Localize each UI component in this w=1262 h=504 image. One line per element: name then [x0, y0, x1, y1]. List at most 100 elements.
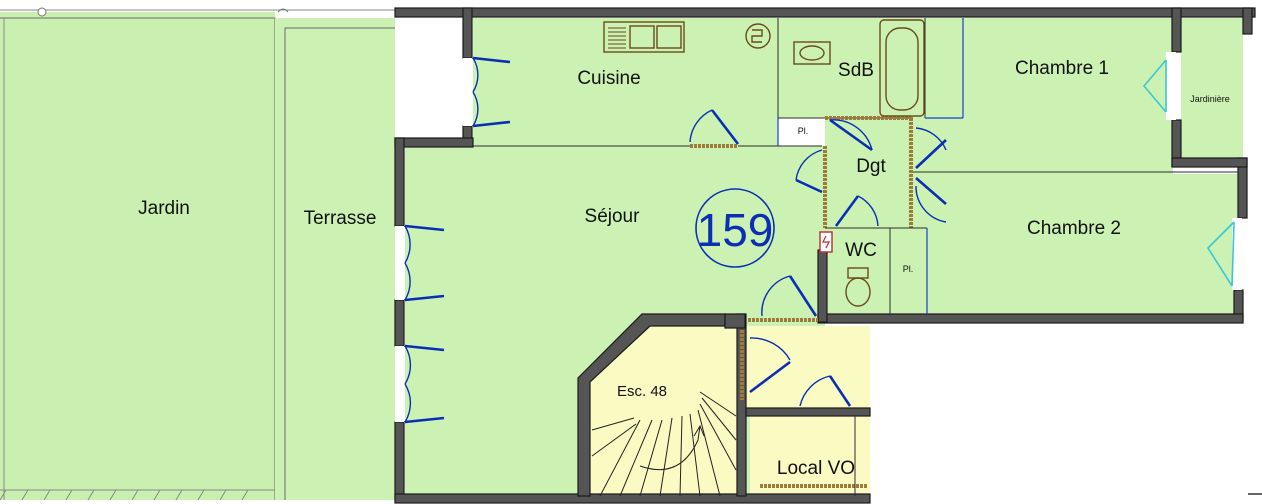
door-local-leaf — [828, 375, 852, 407]
door-entry-leaf — [788, 275, 818, 317]
east-windows — [1142, 52, 1242, 290]
ch1-window-gap — [1166, 52, 1176, 120]
stair-step — [599, 419, 641, 497]
bathtub — [879, 19, 925, 117]
door-dgt-west-arc — [795, 149, 823, 181]
lot-number: 159 — [697, 204, 774, 256]
door-wc-leaf — [834, 195, 860, 227]
kitchen-sink-1 — [629, 25, 655, 49]
room-label-cuisine: Cuisine — [577, 68, 640, 89]
landing-floor — [740, 326, 870, 412]
terrace-zone — [275, 18, 395, 500]
cuisine-window-arc-1 — [472, 57, 479, 93]
garden-area — [0, 12, 275, 500]
chambre2-floor — [913, 174, 1241, 316]
toilet-tank — [847, 267, 869, 279]
stair-arrow — [693, 424, 705, 437]
cuisine-floor — [473, 18, 778, 146]
sejour-door2-leaf-2 — [404, 416, 445, 424]
sdb-basin — [793, 41, 831, 65]
garden-zone — [0, 7, 395, 501]
wall-chambre1-east — [1171, 7, 1182, 53]
stair-step — [699, 403, 737, 471]
chambre1-floor — [913, 18, 1173, 174]
door-ch1-arc — [915, 127, 947, 151]
staircase — [591, 391, 737, 497]
ch1-window-shape — [1142, 59, 1167, 113]
door-dgt-west-leaf — [795, 178, 823, 194]
stair-step — [701, 397, 737, 441]
door-cuisine-arc — [689, 109, 713, 143]
common-areas — [585, 326, 870, 496]
kitchen-drainer — [608, 27, 626, 49]
stair-step — [591, 423, 637, 457]
door-cuisine-leaf — [710, 109, 740, 145]
sejour-door2-arc-2 — [404, 383, 412, 423]
terrace-area — [275, 18, 395, 500]
door-ch1-leaf — [915, 139, 947, 169]
boiler-symbol — [751, 29, 763, 43]
stair-step — [619, 419, 653, 497]
wall-stair-east — [736, 313, 747, 497]
kitchen-sink-2 — [656, 25, 682, 49]
door-sdb-leaf — [829, 118, 873, 152]
door-sdb-arc — [829, 119, 873, 151]
door-local-arc — [799, 375, 831, 407]
wc-floor — [825, 228, 925, 314]
wall-top — [394, 7, 1256, 18]
door-entry-arc — [761, 275, 791, 317]
lot-number-circle — [695, 188, 775, 268]
partitions — [473, 18, 1238, 496]
boiler-circle — [745, 23, 771, 49]
wall-east-top — [1242, 7, 1253, 35]
sdb-floor — [778, 18, 925, 118]
survey-marker-small — [277, 8, 289, 13]
interior-doors — [689, 109, 947, 407]
door-wc-arc — [857, 195, 879, 227]
room-label-sdb: SdB — [838, 60, 874, 81]
kitchen-counter — [603, 21, 685, 53]
wall-jardiniere-south — [1171, 157, 1248, 168]
placard-label-sdb: Pl. — [798, 126, 809, 136]
wall-bottom — [394, 493, 871, 504]
room-label-dgt: Dgt — [856, 156, 886, 177]
sejour-door1-gap — [395, 226, 404, 300]
sejour-door1-leaf-2 — [404, 294, 445, 302]
wall-south-apt — [817, 313, 1244, 324]
survey-marker — [37, 7, 47, 17]
stair-step — [591, 417, 635, 431]
sejour-door1-leaf-1 — [404, 224, 445, 232]
stair-step — [697, 409, 721, 497]
door-landing-arc — [749, 337, 791, 361]
room-label-esc: Esc. 48 — [617, 383, 667, 400]
wall-stair-top-right — [724, 313, 746, 329]
wall-top-step — [462, 7, 473, 59]
sejour-door1-arc-2 — [404, 262, 411, 301]
room-label-chambre1: Chambre 1 — [1015, 58, 1109, 79]
room-label-chambre2: Chambre 2 — [1027, 218, 1121, 239]
door-ch2-leaf — [915, 177, 947, 205]
west-openings — [395, 56, 511, 424]
bathtub-inner — [885, 27, 919, 111]
sejour-door2-gap — [395, 346, 404, 422]
wall-west-1 — [394, 137, 405, 227]
fixtures — [603, 19, 925, 307]
wall-west-3 — [394, 421, 405, 501]
jardiniere-floor — [1181, 18, 1243, 160]
ch2-window-gap — [1232, 218, 1242, 290]
sejour-door1-arc-1 — [404, 225, 411, 264]
dgt-floor — [825, 118, 913, 228]
garden-hatch — [0, 489, 275, 501]
stair-step — [689, 413, 701, 497]
stair-step — [659, 417, 673, 497]
stair-step — [679, 415, 683, 497]
cuisine-window-leaf-2 — [472, 120, 511, 128]
cuisine-window-gap — [463, 58, 472, 126]
room-label-local: Local VO — [777, 458, 855, 479]
door-ch2-arc — [915, 185, 947, 223]
local-floor — [750, 416, 870, 496]
door-landing-leaf — [749, 360, 791, 394]
staircase-floor — [585, 326, 740, 496]
terrace-border — [284, 27, 395, 500]
